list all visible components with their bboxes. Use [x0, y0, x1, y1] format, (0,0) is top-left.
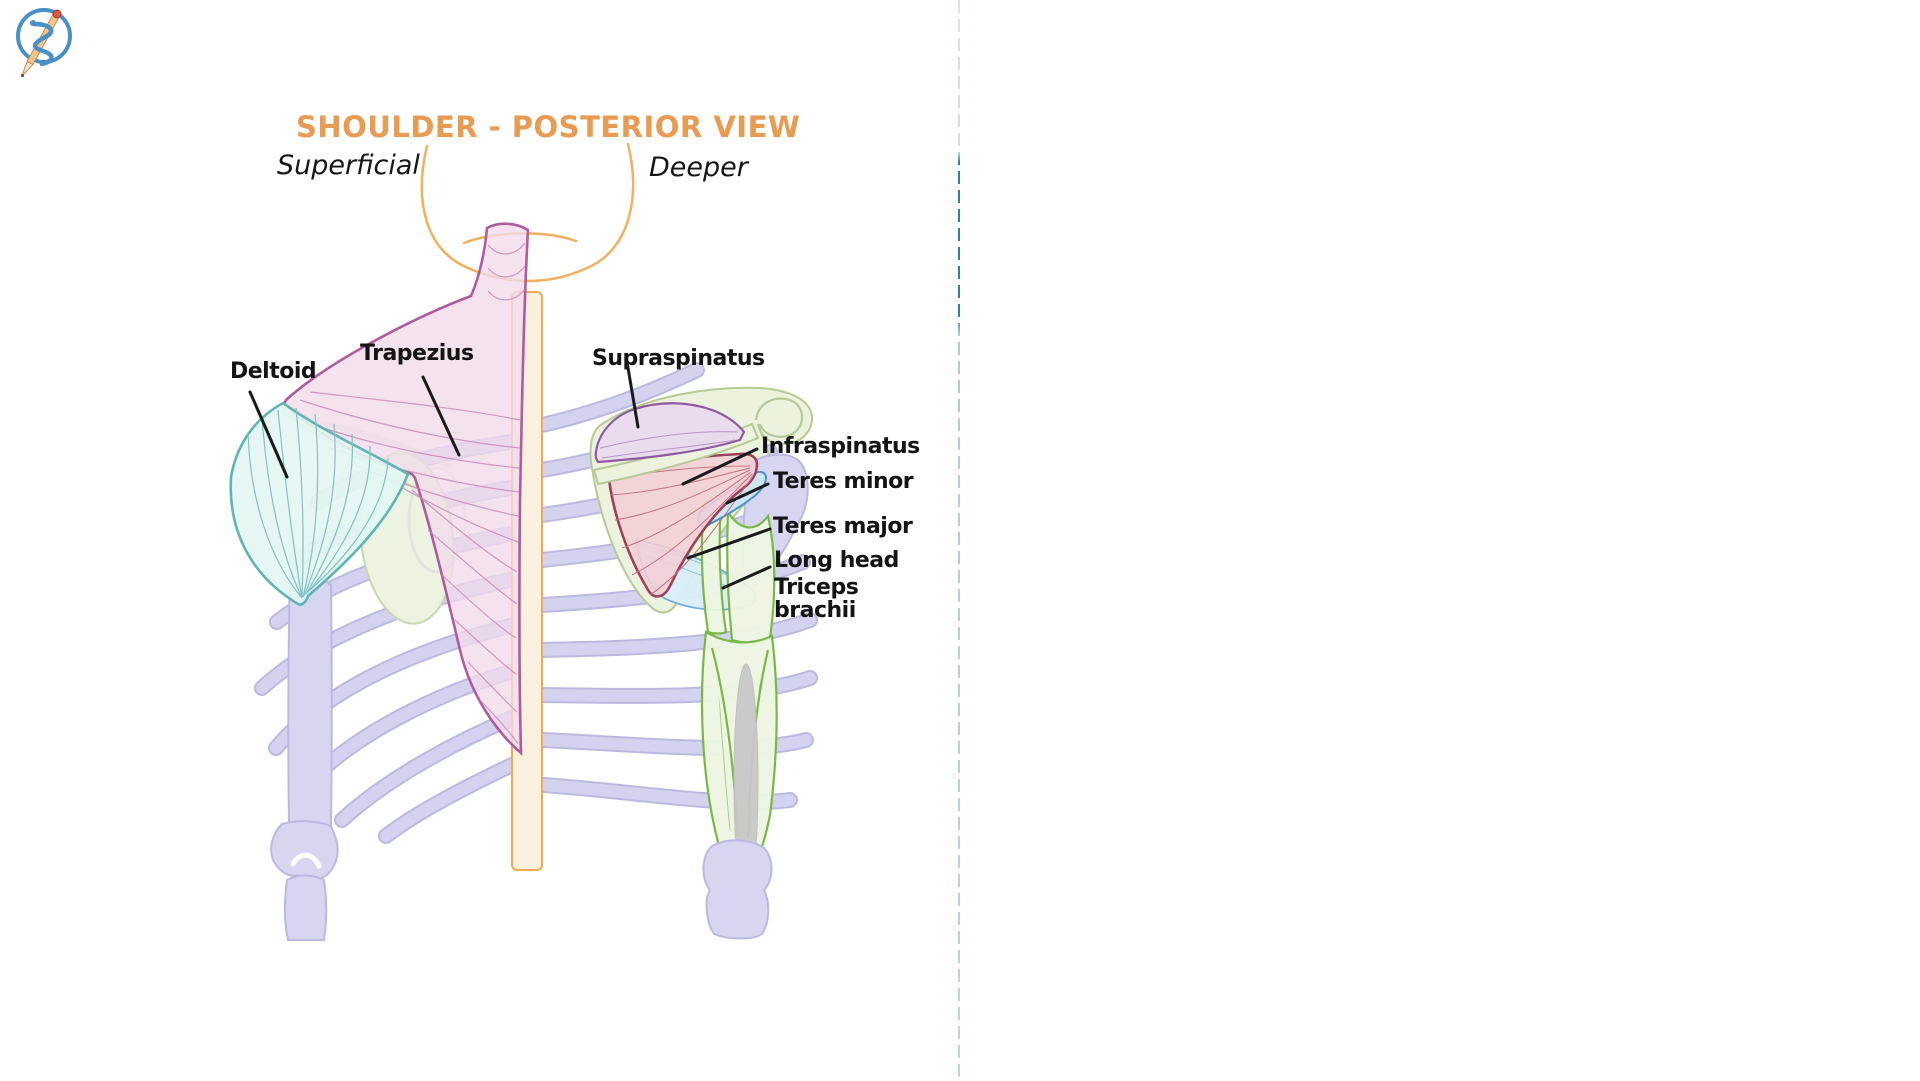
- deltoid-muscle: [229, 401, 410, 606]
- acromion-outline: [754, 397, 804, 438]
- trapezius-muscle: [282, 222, 530, 756]
- column-label-deeper: Deeper: [649, 152, 748, 183]
- label-teres-major: Teres major: [773, 514, 913, 539]
- triceps-brachii-muscle: [700, 500, 778, 901]
- long-head-leader-line: [721, 565, 772, 590]
- label-infraspinatus: Infraspinatus: [761, 434, 920, 459]
- label-deltoid: Deltoid: [230, 359, 317, 384]
- label-triceps-line2: brachii: [774, 598, 856, 623]
- label-supraspinatus: Supraspinatus: [592, 346, 765, 371]
- teres-minor-leader-line: [725, 482, 770, 505]
- label-triceps-line1: Triceps: [774, 575, 859, 600]
- label-long-head: Long head: [774, 548, 899, 573]
- infraspinatus-muscle: [606, 452, 759, 598]
- teres-major-leader-line: [686, 527, 772, 560]
- deltoid-leader-line: [248, 390, 289, 479]
- column-label-superficial: Superficial: [277, 150, 420, 181]
- label-teres-minor: Teres minor: [773, 469, 914, 494]
- label-leader-lines: [248, 360, 772, 590]
- infraspinatus-leader-line: [681, 447, 759, 486]
- label-triceps-brachii: Triceps brachii: [774, 575, 859, 623]
- trapezius-fibers: [299, 242, 526, 745]
- left-humerus-bone: [270, 566, 339, 941]
- trapezius-leader-line: [421, 375, 461, 457]
- label-trapezius: Trapezius: [360, 341, 474, 366]
- right-elbow-bone: [702, 839, 773, 940]
- supraspinatus-muscle: [594, 402, 746, 464]
- page-title: SHOULDER - POSTERIOR VIEW: [296, 110, 801, 144]
- rod-of-asclepius-logo[interactable]: [16, 8, 72, 78]
- deltoid-fibers: [247, 407, 389, 599]
- supraspinatus-leader-line: [625, 360, 640, 429]
